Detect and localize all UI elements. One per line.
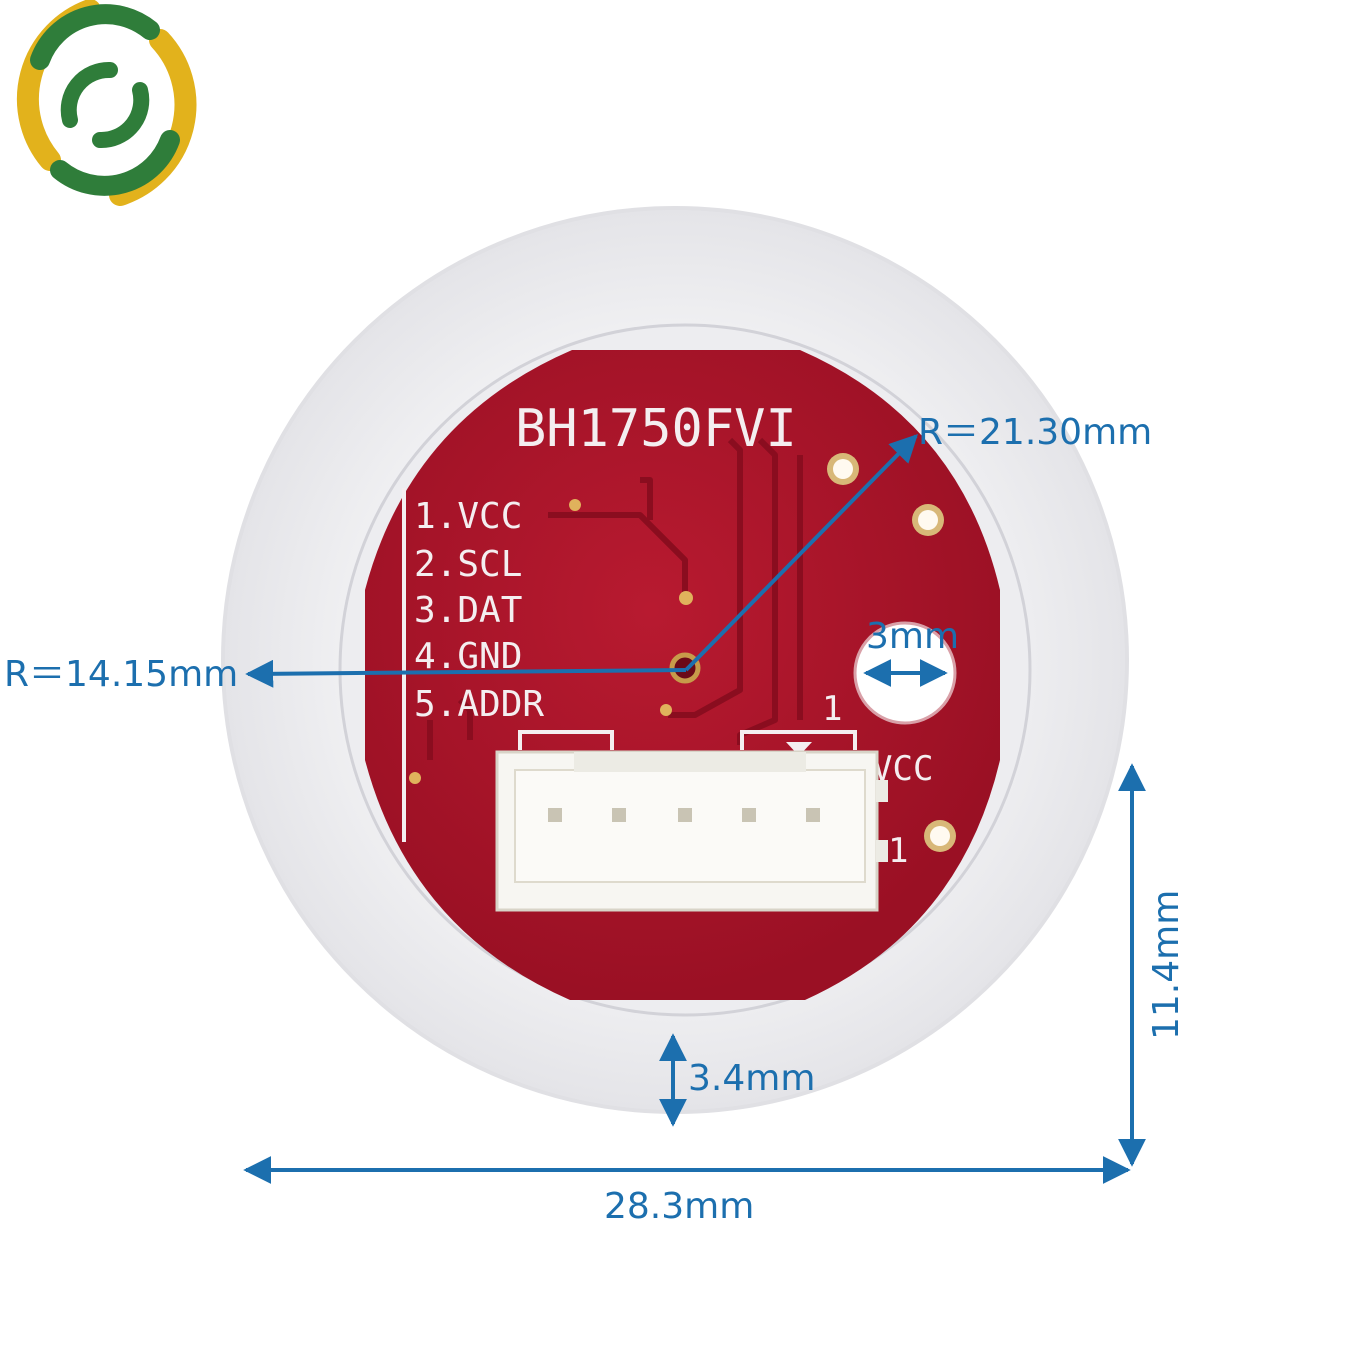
lower-silk-label: 1 xyxy=(888,831,908,871)
brand-logo xyxy=(16,0,197,206)
inner-radius-label: R＝14.15mm xyxy=(4,654,238,695)
outer-radius-arrow xyxy=(684,434,918,672)
pin-list: 1.VCC 2.SCL 3.DAT 4.GND 5.ADDR xyxy=(414,496,544,725)
step-label: 3.4mm xyxy=(688,1058,815,1099)
connector-pins xyxy=(548,808,820,822)
hole-label: 3mm xyxy=(866,616,959,657)
pcb-traces xyxy=(427,437,803,760)
pin-3-label: 3.DAT xyxy=(414,590,522,631)
height-label: 11.4mm xyxy=(1146,890,1187,1040)
jst-connector xyxy=(495,750,888,912)
sensor-chip xyxy=(669,652,701,684)
pin-5-label: 5.ADDR xyxy=(414,684,544,725)
pin1-marker: 1 xyxy=(822,689,842,729)
width-label: 28.3mm xyxy=(604,1186,754,1227)
connector-silk-right xyxy=(740,730,857,750)
mounting-holes xyxy=(827,453,956,852)
dimension-annotations xyxy=(243,434,1146,1184)
connector-silk xyxy=(518,730,614,750)
pin-2-label: 2.SCL xyxy=(414,544,522,585)
pin1-triangle xyxy=(786,742,812,756)
model-label: BH1750FVI xyxy=(515,399,797,459)
inner-radius-arrow xyxy=(245,659,687,688)
outer-radius-label: R＝21.30mm xyxy=(918,412,1152,453)
pin-1-label: 1.VCC xyxy=(414,496,522,537)
